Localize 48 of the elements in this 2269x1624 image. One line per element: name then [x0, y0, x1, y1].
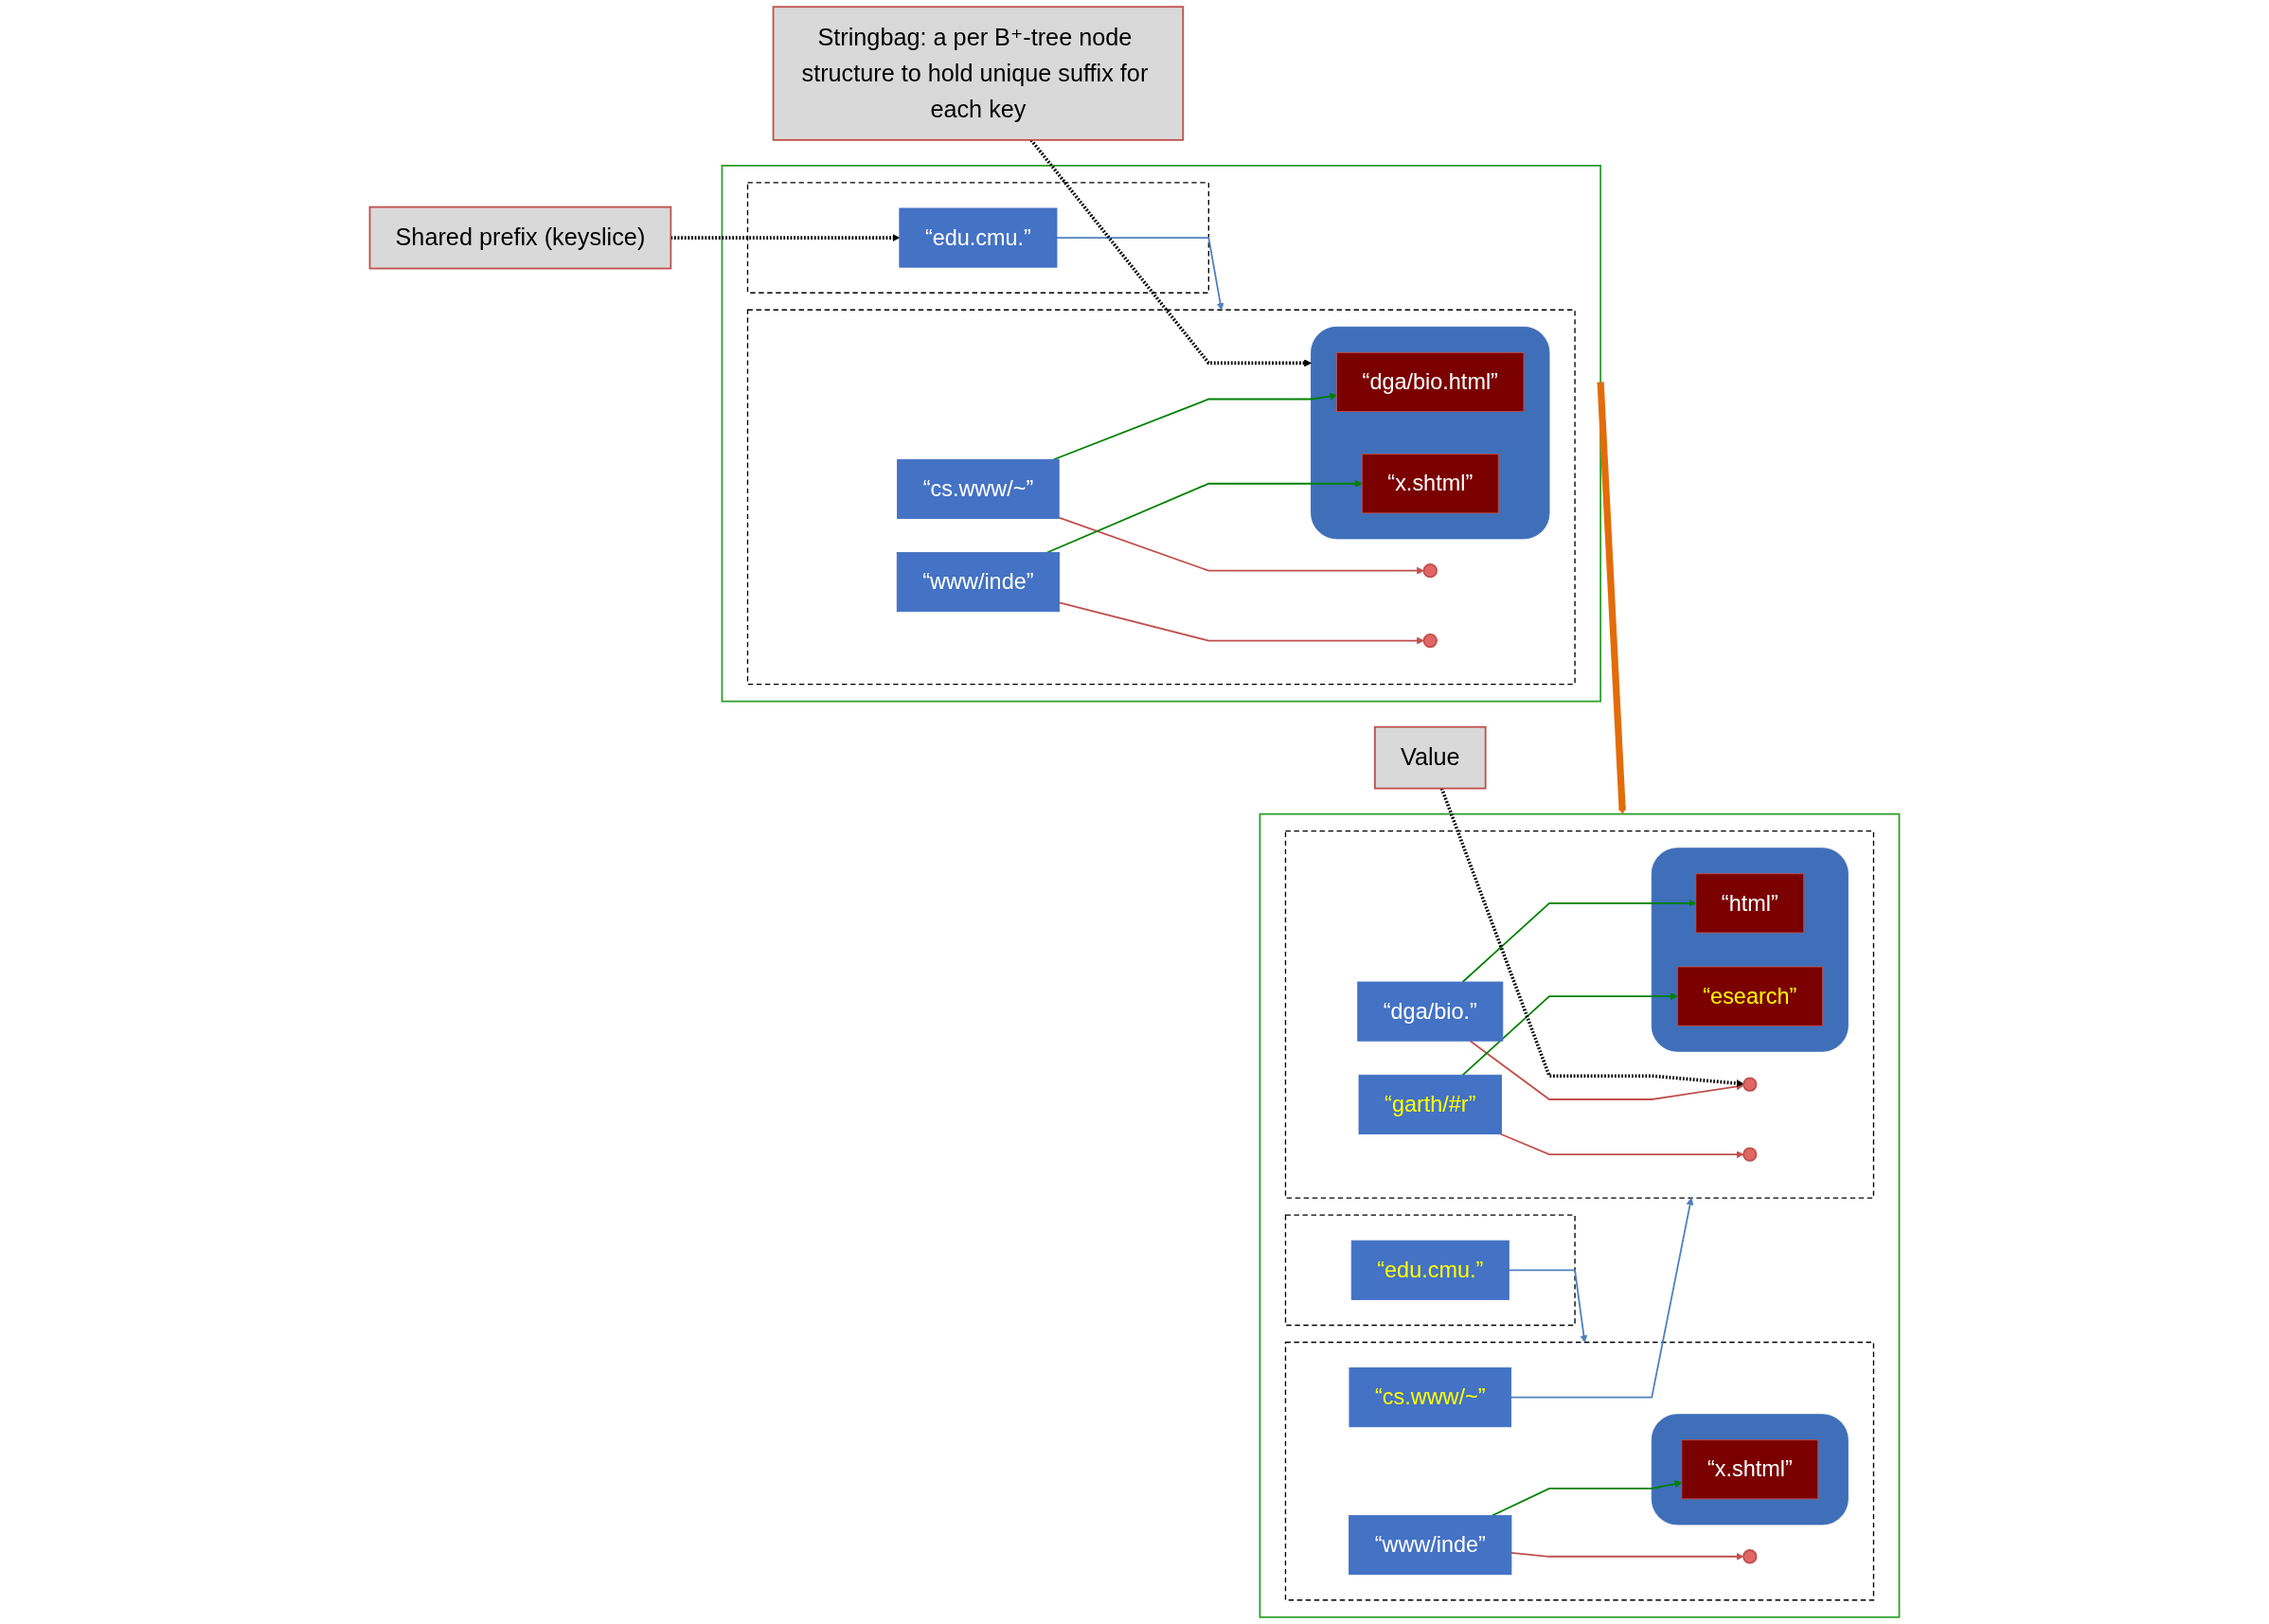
arrow [1499, 1133, 1744, 1159]
node-box: “cs.www/~” [1349, 1367, 1512, 1428]
arrow [1058, 601, 1424, 645]
node-star [1422, 633, 1438, 649]
node-box: Value [1373, 725, 1487, 790]
node-box: “cs.www/~” [897, 458, 1060, 519]
cluster [746, 182, 1209, 294]
arrow [670, 234, 901, 242]
node-box: “dga/bio.” [1357, 981, 1504, 1042]
arrow [1052, 392, 1337, 461]
cluster [1311, 326, 1550, 540]
cluster [1284, 830, 1875, 1199]
node-box: “www/inde” [1349, 1515, 1512, 1576]
node-box: “x.shtml” [1361, 454, 1499, 514]
arrow [1045, 479, 1363, 554]
node-box: “dga/bio.html” [1336, 351, 1525, 412]
node-box: Stringbag: a per B⁺-tree node structure to hold unique suffix for each key [772, 6, 1185, 141]
arrow [1491, 1480, 1683, 1517]
node-star [1742, 1549, 1758, 1564]
cluster [1651, 848, 1849, 1052]
cluster [721, 165, 1601, 703]
arrow [1597, 382, 1626, 814]
arrow [1510, 1552, 1744, 1561]
cluster [1284, 1341, 1875, 1601]
arrow [1056, 237, 1224, 311]
node-box: “x.shtml” [1681, 1439, 1819, 1500]
arrow [1029, 138, 1312, 367]
node-box: “www/inde” [896, 552, 1060, 613]
arrow [1510, 1197, 1694, 1399]
node-box: “garth/#r” [1358, 1074, 1502, 1134]
arrow [1461, 992, 1678, 1077]
node-box: “esearch” [1676, 966, 1823, 1026]
node-box: “html” [1695, 873, 1805, 934]
cluster [1284, 1214, 1576, 1327]
cluster [1259, 812, 1901, 1618]
node-star [1742, 1147, 1758, 1162]
arrow [1439, 787, 1744, 1087]
arrow [1508, 1269, 1588, 1343]
arrow [1469, 1040, 1744, 1100]
arrow [1461, 899, 1697, 983]
node-box: “edu.cmu.” [899, 207, 1058, 268]
node-star [1422, 563, 1438, 579]
node-star [1742, 1077, 1758, 1092]
cluster [746, 309, 1576, 686]
node-box: “edu.cmu.” [1350, 1240, 1510, 1300]
arrow [1058, 516, 1424, 575]
cluster [1651, 1414, 1849, 1526]
node-box: Shared prefix (keyslice) [368, 205, 672, 270]
